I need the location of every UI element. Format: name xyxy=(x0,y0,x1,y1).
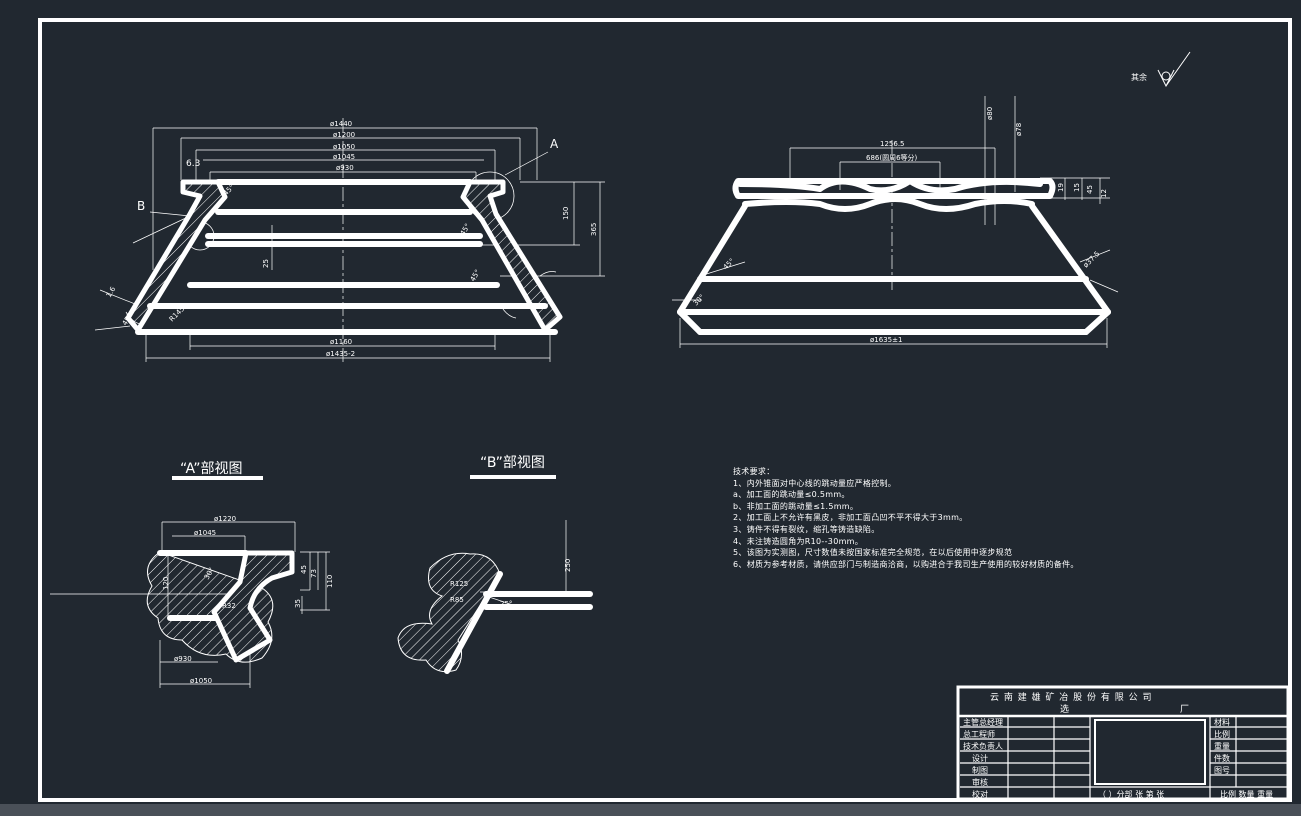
svg-text:审核: 审核 xyxy=(972,777,988,787)
svg-text:19: 19 xyxy=(1057,183,1065,192)
svg-text:“A”部视图: “A”部视图 xyxy=(180,461,243,477)
svg-text:校对: 校对 xyxy=(972,789,988,799)
svg-text:ø1440: ø1440 xyxy=(330,120,352,128)
svg-text:云 南 建 雄 矿 冶 股 份 有 限 公 司: 云 南 建 雄 矿 冶 股 份 有 限 公 司 xyxy=(990,691,1152,703)
svg-text:ø78: ø78 xyxy=(1015,123,1023,136)
svg-text:R125: R125 xyxy=(450,580,468,588)
svg-text:（ ）分部 张 第 张: （ ）分部 张 第 张 xyxy=(1098,789,1164,799)
note-line: 4、未注铸造圆角为R10--30mm。 xyxy=(733,536,864,546)
note-line: 5、该图为实测图，尺寸数值未按国家标准完全规范，在以后使用中逐步规范 xyxy=(733,548,1013,558)
svg-text:365: 365 xyxy=(590,223,598,236)
detail-a-hatch xyxy=(211,550,295,663)
svg-text:250: 250 xyxy=(564,559,572,572)
title-block: 云 南 建 雄 矿 冶 股 份 有 限 公 司 选 厂 主管总经理 总工程师 技… xyxy=(956,685,1290,801)
svg-text:比例 数量 重量: 比例 数量 重量 xyxy=(1220,789,1273,799)
svg-text:其余: 其余 xyxy=(1131,72,1147,82)
svg-text:ø1220: ø1220 xyxy=(214,515,236,523)
svg-text:主管总经理: 主管总经理 xyxy=(963,717,1003,727)
svg-text:25°: 25° xyxy=(500,600,512,608)
detail-b-cloud xyxy=(397,552,501,673)
svg-text:12: 12 xyxy=(1100,189,1108,198)
svg-text:总工程师: 总工程师 xyxy=(963,729,995,739)
right-hatched-section xyxy=(460,179,563,333)
note-line: 1、内外锥面对中心线的跳动量应严格控制。 xyxy=(733,478,897,488)
svg-text:686(圆周6等分): 686(圆周6等分) xyxy=(866,153,918,162)
svg-text:120: 120 xyxy=(162,577,170,590)
sheet-border xyxy=(38,18,1292,802)
roughness-symbol: 其余 xyxy=(1131,51,1191,88)
svg-text:“B”部视图: “B”部视图 xyxy=(480,455,545,471)
svg-text:比例: 比例 xyxy=(1214,729,1230,739)
svg-text:技术负责人: 技术负责人 xyxy=(963,741,1003,751)
svg-text:厂: 厂 xyxy=(1180,704,1189,715)
svg-text:1256.5: 1256.5 xyxy=(880,140,905,148)
right-elevation-view: 1256.5 686(圆周6等分) ø1635±1 ø80 ø78 19 15 … xyxy=(672,96,1119,348)
svg-text:110: 110 xyxy=(326,575,334,588)
note-line: 6、材质为参考材质，请供应部门与制造商洽商，以购进合于我司生产使用的较好材质的备… xyxy=(733,559,1079,569)
svg-text:45°: 45° xyxy=(722,257,736,271)
svg-text:ø1050: ø1050 xyxy=(190,677,212,685)
svg-text:45°: 45° xyxy=(469,268,482,283)
svg-text:35: 35 xyxy=(294,599,302,608)
svg-text:30°: 30° xyxy=(692,293,706,307)
svg-text:制图: 制图 xyxy=(972,765,988,775)
svg-text:ø1435-2: ø1435-2 xyxy=(326,350,355,358)
svg-text:材料: 材料 xyxy=(1214,717,1230,727)
svg-text:R32: R32 xyxy=(222,602,236,610)
status-bar xyxy=(0,804,1301,816)
svg-text:1.6: 1.6 xyxy=(105,285,118,299)
note-line: 2、加工面上不允许有黑皮，非加工面凸凹不平不得大于3mm。 xyxy=(733,513,968,523)
svg-text:R85: R85 xyxy=(450,596,464,604)
svg-text:选: 选 xyxy=(1060,703,1069,715)
svg-text:ø1045: ø1045 xyxy=(194,529,216,537)
svg-text:设计: 设计 xyxy=(972,753,988,763)
svg-text:25: 25 xyxy=(262,259,270,268)
svg-text:ø1160: ø1160 xyxy=(330,338,352,346)
svg-text:B: B xyxy=(137,199,145,213)
svg-text:ø1200: ø1200 xyxy=(333,131,355,139)
note-line: 3、铸件不得有裂纹，缩孔等铸造缺陷。 xyxy=(733,524,880,534)
note-line: a、加工面的跳动量≤0.5mm。 xyxy=(733,490,850,500)
svg-text:ø37.5: ø37.5 xyxy=(1082,250,1102,270)
left-hatched-section xyxy=(125,179,228,333)
svg-text:ø930: ø930 xyxy=(336,164,354,172)
svg-text:重量: 重量 xyxy=(1214,741,1230,751)
detail-b-view: “B”部视图 250 R125 R85 25° xyxy=(397,455,593,674)
svg-text:15: 15 xyxy=(1073,183,1081,192)
svg-text:图号: 图号 xyxy=(1214,766,1230,775)
notes-heading: 技术要求： xyxy=(733,467,775,476)
note-line: b、非加工面的跳动量≤1.5mm。 xyxy=(733,501,859,511)
svg-text:件数: 件数 xyxy=(1214,753,1230,763)
svg-text:ø1635±1: ø1635±1 xyxy=(870,336,902,344)
svg-text:45: 45 xyxy=(1086,185,1094,194)
left-section-view: ø1440 ø1200 ø1050 ø1045 ø930 ø1160 ø1435… xyxy=(94,118,605,362)
svg-text:150: 150 xyxy=(562,207,570,220)
svg-text:45: 45 xyxy=(300,565,308,574)
detail-a-view: “A”部视图 ø1220 ø104 xyxy=(50,461,334,688)
svg-text:ø80: ø80 xyxy=(986,107,994,120)
svg-text:6.3: 6.3 xyxy=(186,159,200,169)
svg-text:A: A xyxy=(550,137,559,151)
svg-text:ø930: ø930 xyxy=(174,655,192,663)
svg-text:73: 73 xyxy=(310,569,318,578)
svg-text:ø1045: ø1045 xyxy=(333,153,355,161)
technical-requirements: 技术要求： 1、内外锥面对中心线的跳动量应严格控制。 a、加工面的跳动量≤0.5… xyxy=(733,466,1153,570)
svg-text:ø1050: ø1050 xyxy=(333,143,355,151)
